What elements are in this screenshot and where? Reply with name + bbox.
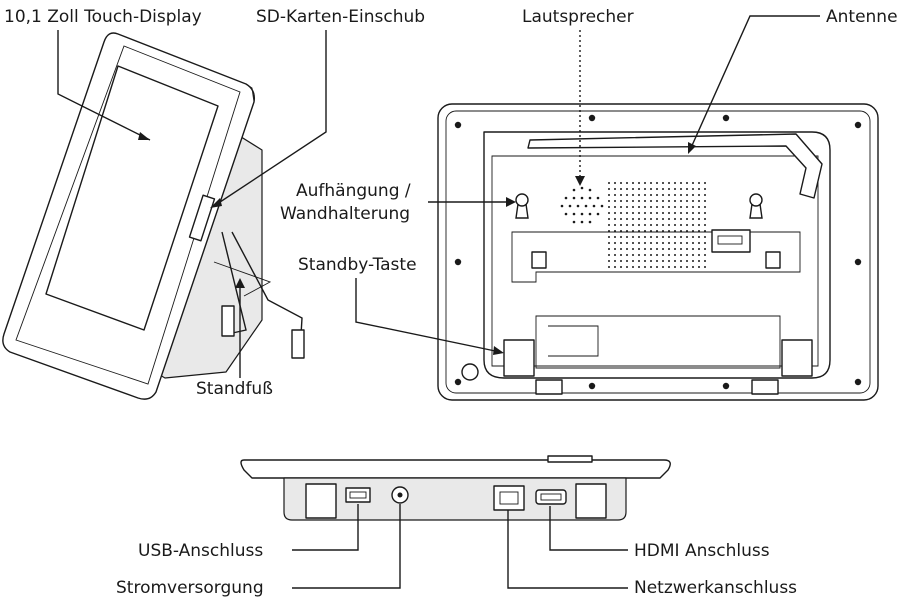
arrowhead-wall-mount — [506, 197, 516, 207]
sd-card-slot — [188, 194, 216, 242]
arrowhead-standby — [493, 346, 504, 355]
label-wall-mount-line2: Wandhalterung — [280, 204, 410, 224]
label-hdmi: HDMI Anschluss — [634, 541, 770, 561]
antenna — [527, 133, 823, 199]
leader-network — [507, 510, 628, 589]
wall-mount-keyhole-left — [515, 193, 529, 219]
leader-antenna — [689, 15, 820, 151]
label-network: Netzwerkanschluss — [634, 578, 797, 598]
leader-power — [292, 504, 401, 589]
connector-port-back-inner — [717, 235, 743, 245]
bracket-clip-right — [765, 251, 781, 269]
bottom-view-device — [240, 455, 671, 521]
label-touch-display: 10,1 Zoll Touch-Display — [4, 7, 202, 27]
stand-hinge — [213, 261, 272, 297]
hinge-left — [535, 379, 563, 395]
back-view-inner-frame — [445, 110, 871, 394]
side-view-device — [2, 32, 305, 400]
arrowhead-antenna — [688, 142, 696, 154]
label-power: Stromversorgung — [116, 578, 264, 598]
back-view-bracket — [511, 231, 801, 283]
label-standby: Standby-Taste — [298, 255, 417, 275]
bracket-clip-left — [531, 251, 547, 269]
leader-lines — [57, 15, 820, 589]
side-view-bezel — [15, 45, 241, 385]
usb-port — [345, 487, 371, 503]
arrowhead-sd-slot — [210, 198, 222, 208]
leader-hdmi — [549, 506, 628, 551]
stand-foot-back-left — [503, 339, 535, 377]
side-view-screen — [45, 65, 219, 331]
standby-button — [461, 363, 479, 381]
side-view-edge — [245, 83, 255, 103]
stand-foot-back-right — [781, 339, 813, 377]
stand-foot-right — [291, 329, 305, 359]
label-antenna: Antenne — [826, 7, 898, 27]
label-stand: Standfuß — [196, 379, 273, 399]
arrowhead-stand — [235, 278, 245, 288]
network-port — [493, 485, 525, 511]
label-speaker: Lautsprecher — [522, 7, 634, 27]
label-usb: USB-Anschluss — [138, 541, 263, 561]
back-view-screws — [454, 114, 862, 390]
hdmi-port — [535, 489, 567, 505]
bottom-view-top-button — [547, 455, 593, 463]
network-port-inner — [499, 491, 519, 505]
folded-stand — [535, 315, 781, 369]
folded-stand-detail — [548, 325, 599, 357]
bottom-view-foot-right — [575, 483, 607, 519]
bottom-view-foot-left — [305, 483, 337, 519]
speaker-holes — [560, 186, 604, 224]
leader-usb — [292, 504, 359, 551]
arrowhead-speaker — [575, 176, 585, 186]
leader-touch-display — [57, 30, 151, 141]
hdmi-port-inner — [540, 493, 562, 501]
vent-grille — [606, 178, 710, 270]
bottom-view-top-edge — [240, 459, 671, 479]
wall-mount-keyhole-right — [749, 193, 763, 219]
back-view-device — [437, 103, 879, 401]
hinge-right — [751, 379, 779, 395]
back-view-housing-inner — [491, 155, 819, 367]
leader-sd-slot — [213, 30, 327, 207]
label-sd-slot: SD-Karten-Einschub — [256, 7, 425, 27]
usb-port-inner — [349, 491, 367, 499]
arrowhead-touch-display — [138, 132, 150, 140]
connector-port-back — [711, 229, 751, 253]
leader-standby — [355, 278, 501, 353]
stand-foot-left — [221, 305, 235, 337]
label-wall-mount-line1: Aufhängung / — [296, 181, 411, 201]
